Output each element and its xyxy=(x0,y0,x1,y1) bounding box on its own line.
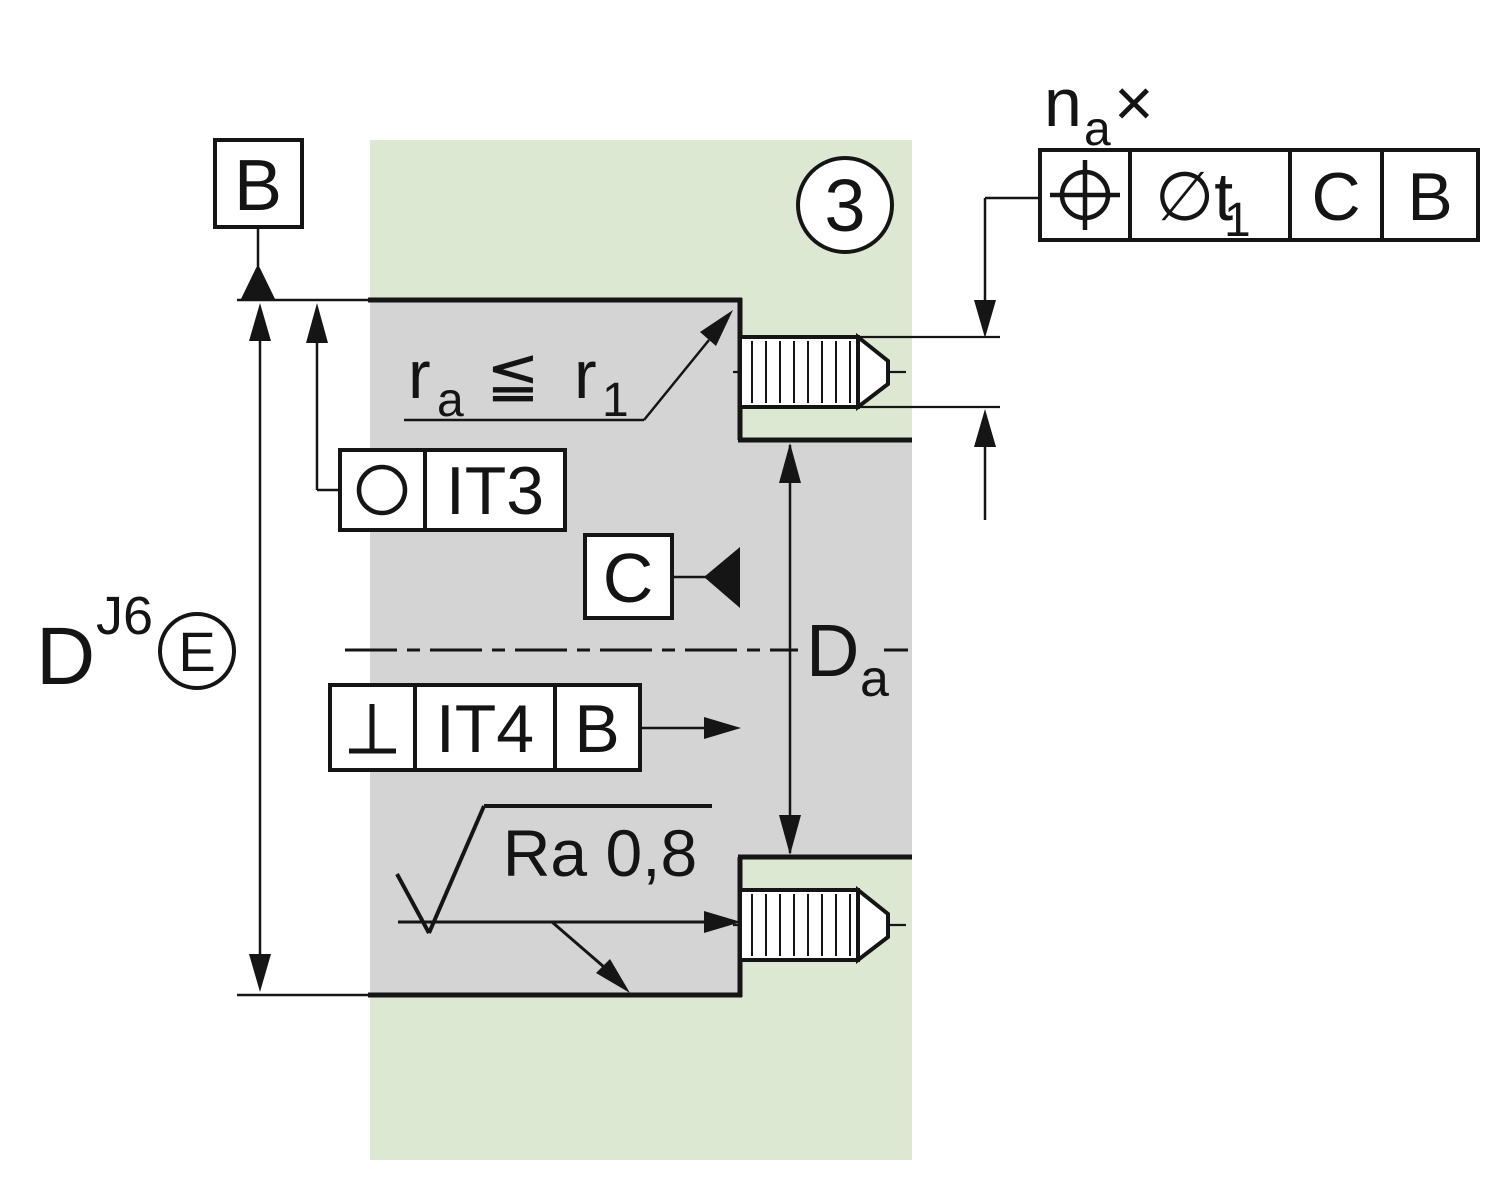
dim-arrow-down-icon xyxy=(779,815,801,855)
fcf-tolerance-sub: 1 xyxy=(1224,194,1251,247)
datum-c-label: C xyxy=(603,539,654,617)
t1-zone-lines xyxy=(860,335,1000,409)
perpendicularity-tolerance: IT4 xyxy=(436,691,534,767)
roundness-icon xyxy=(356,464,408,516)
datum-triangle-icon xyxy=(240,264,276,301)
datum-b-label: B xyxy=(234,146,282,226)
set-screw-top xyxy=(733,332,906,412)
abutment-diameter-dimension: D a xyxy=(779,443,889,855)
balloon-circle xyxy=(796,156,894,254)
datum-triangle-icon xyxy=(704,547,740,608)
fillet-relation: ≦ xyxy=(486,338,540,410)
datum-c-symbol: C xyxy=(583,533,740,620)
position-fcf: ∅t 1 C B xyxy=(1038,148,1480,247)
perpendicularity-datum: B xyxy=(574,691,619,767)
surface-finish-note: Ra 0,8 xyxy=(395,804,741,993)
perpendicularity-leader-arrow-icon xyxy=(704,717,741,739)
fillet-lhs-sub: a xyxy=(437,374,464,427)
fcf-datum-primary: C xyxy=(1311,159,1360,235)
fillet-rhs: r xyxy=(574,337,597,413)
multiply-sign: × xyxy=(1114,65,1154,141)
screw-body xyxy=(738,335,860,409)
surface-leader-arrow-right-icon xyxy=(704,911,741,933)
leader-arrow-up-icon xyxy=(306,303,328,343)
fillet-lhs: r xyxy=(408,337,431,413)
abutment-diameter-letter: D xyxy=(806,609,859,692)
position-tolerance-leader xyxy=(974,196,1040,520)
roundness-tolerance: IT3 xyxy=(446,453,544,529)
roundness-leader xyxy=(306,303,342,492)
dim-arrow-up-icon xyxy=(249,303,271,341)
roundness-fcf: IT3 xyxy=(338,448,567,532)
section-abutment xyxy=(740,440,912,857)
perpendicularity-icon xyxy=(349,704,396,754)
screw-threads xyxy=(751,341,851,403)
fillet-leader-arrow-icon xyxy=(700,310,733,346)
fillet-rhs-sub: 1 xyxy=(602,374,629,427)
abutment-diameter-sub: a xyxy=(860,650,889,708)
dim-arrow-up-icon xyxy=(779,443,801,483)
housing-diameter-dimension xyxy=(249,303,271,992)
perpendicularity-fcf: IT4 B xyxy=(328,683,741,772)
housing-diameter-label: D J6 E xyxy=(36,586,236,702)
fillet-note: r a ≦ r 1 xyxy=(404,310,733,427)
dim-arrow-down-icon xyxy=(249,954,271,992)
balloon-number: 3 xyxy=(824,164,865,247)
fcf-datum-secondary: B xyxy=(1407,159,1452,235)
position-tolerance-icon xyxy=(1050,160,1120,230)
diameter-letter: D xyxy=(36,611,95,702)
balloon-3: 3 xyxy=(796,156,894,254)
fit-class-superscript: J6 xyxy=(96,586,153,646)
arrow-down-icon xyxy=(974,300,996,338)
count-letter: n xyxy=(1044,65,1082,141)
datum-b-symbol: B xyxy=(213,138,304,301)
count-sub: a xyxy=(1084,103,1111,156)
arrow-up-icon xyxy=(974,409,996,447)
envelope-icon xyxy=(158,612,236,690)
section-body xyxy=(370,300,740,995)
fcf-tolerance-value: ∅t xyxy=(1155,159,1233,235)
position-count-label: n a × xyxy=(1044,65,1154,156)
envelope-letter: E xyxy=(178,620,215,683)
surface-leader-arrow-diagonal-icon xyxy=(596,959,630,993)
surface-finish-value: Ra 0,8 xyxy=(503,816,697,890)
